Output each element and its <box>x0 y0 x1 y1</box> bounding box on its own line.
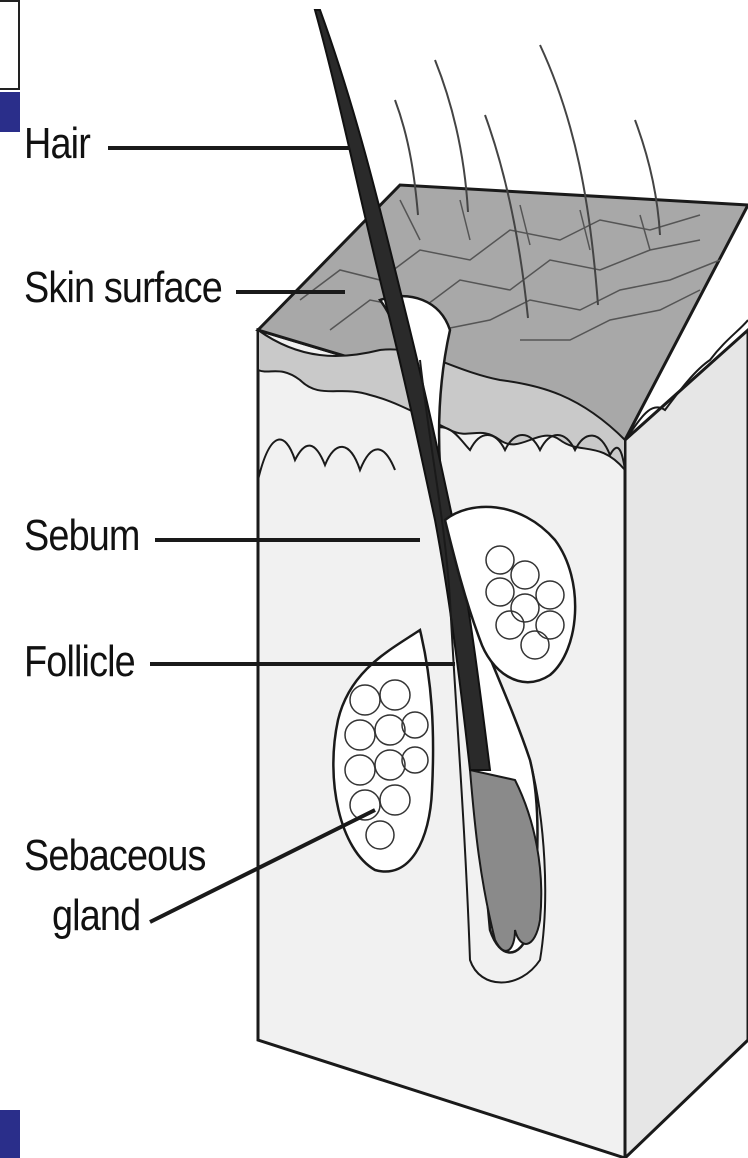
block-front-face <box>258 330 625 1158</box>
label-skin-surface: Skin surface <box>24 266 222 310</box>
label-sebum: Sebum <box>24 514 140 558</box>
label-follicle: Follicle <box>24 640 135 684</box>
label-gland: gland <box>52 894 140 938</box>
label-hair: Hair <box>24 122 90 166</box>
label-sebaceous: Sebaceous <box>24 834 206 878</box>
block-right-face <box>625 330 748 1158</box>
